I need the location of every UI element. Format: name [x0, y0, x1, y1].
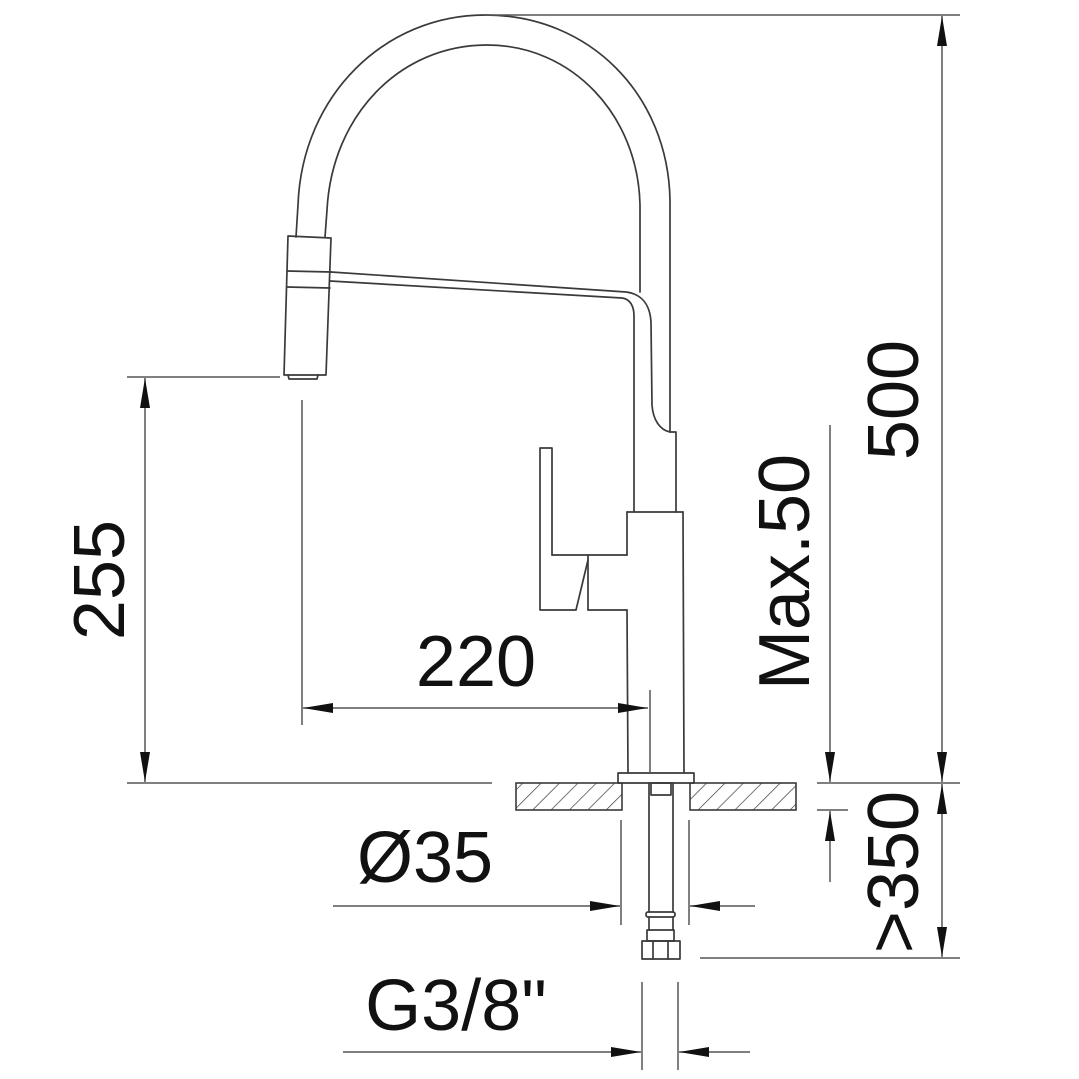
countertop-section-right: [689, 782, 797, 811]
arrow-up-icon: [825, 811, 835, 841]
spout-arm-top: [330, 271, 677, 513]
arrow-up-icon: [937, 784, 947, 814]
hose-arch-outer: [295, 14, 671, 433]
countertop-section-left: [515, 782, 623, 811]
spray-head-band-top: [286, 270, 332, 273]
dimension-label: Max.50: [745, 454, 825, 690]
dimension-label: 220: [416, 622, 536, 702]
shank-nut: [650, 782, 672, 796]
dimension-label: 255: [60, 520, 140, 640]
spout-arm-bottom: [329, 280, 635, 513]
base-flange: [617, 772, 695, 784]
faucet-outline: [283, 14, 797, 960]
connector-hex-nut: [641, 940, 681, 960]
dimension-spout-height: 255: [60, 376, 492, 784]
dimension-mounting-hole: Ø35: [333, 818, 755, 925]
lever-handle: [539, 447, 589, 611]
arrow-left-icon: [690, 901, 720, 911]
spray-head-band-bottom: [286, 286, 331, 289]
dimension-overall-height: 500: [485, 14, 960, 784]
dimension-label: G3/8": [365, 966, 547, 1046]
dimension-label: 500: [854, 340, 934, 460]
dimension-max-deck-thickness: Max.50: [745, 425, 848, 882]
arrow-down-icon: [825, 752, 835, 782]
dimension-label: >350: [854, 791, 934, 953]
lower-body-left-lower: [626, 609, 629, 774]
arrow-down-icon: [140, 752, 150, 782]
connector-ring: [645, 911, 676, 918]
dimension-hose-length: >350: [700, 784, 960, 959]
arrow-down-icon: [937, 752, 947, 782]
arrow-left-icon: [303, 703, 333, 713]
arrow-right-icon: [611, 1047, 641, 1057]
arrow-up-icon: [140, 378, 150, 408]
dimension-connection-thread: G3/8": [343, 966, 750, 1070]
connector-collar: [646, 929, 675, 942]
lower-body-right: [682, 511, 685, 774]
arrow-left-icon: [679, 1047, 709, 1057]
spray-head: [283, 235, 332, 376]
arrow-up-icon: [937, 16, 947, 46]
hose-arch-inner: [324, 44, 641, 293]
arrow-right-icon: [590, 901, 620, 911]
dimension-label: Ø35: [357, 818, 493, 898]
dimension-spout-reach: 220: [301, 400, 651, 773]
arrow-right-icon: [618, 703, 648, 713]
spray-nozzle: [287, 374, 319, 380]
arrow-down-icon: [937, 927, 947, 957]
